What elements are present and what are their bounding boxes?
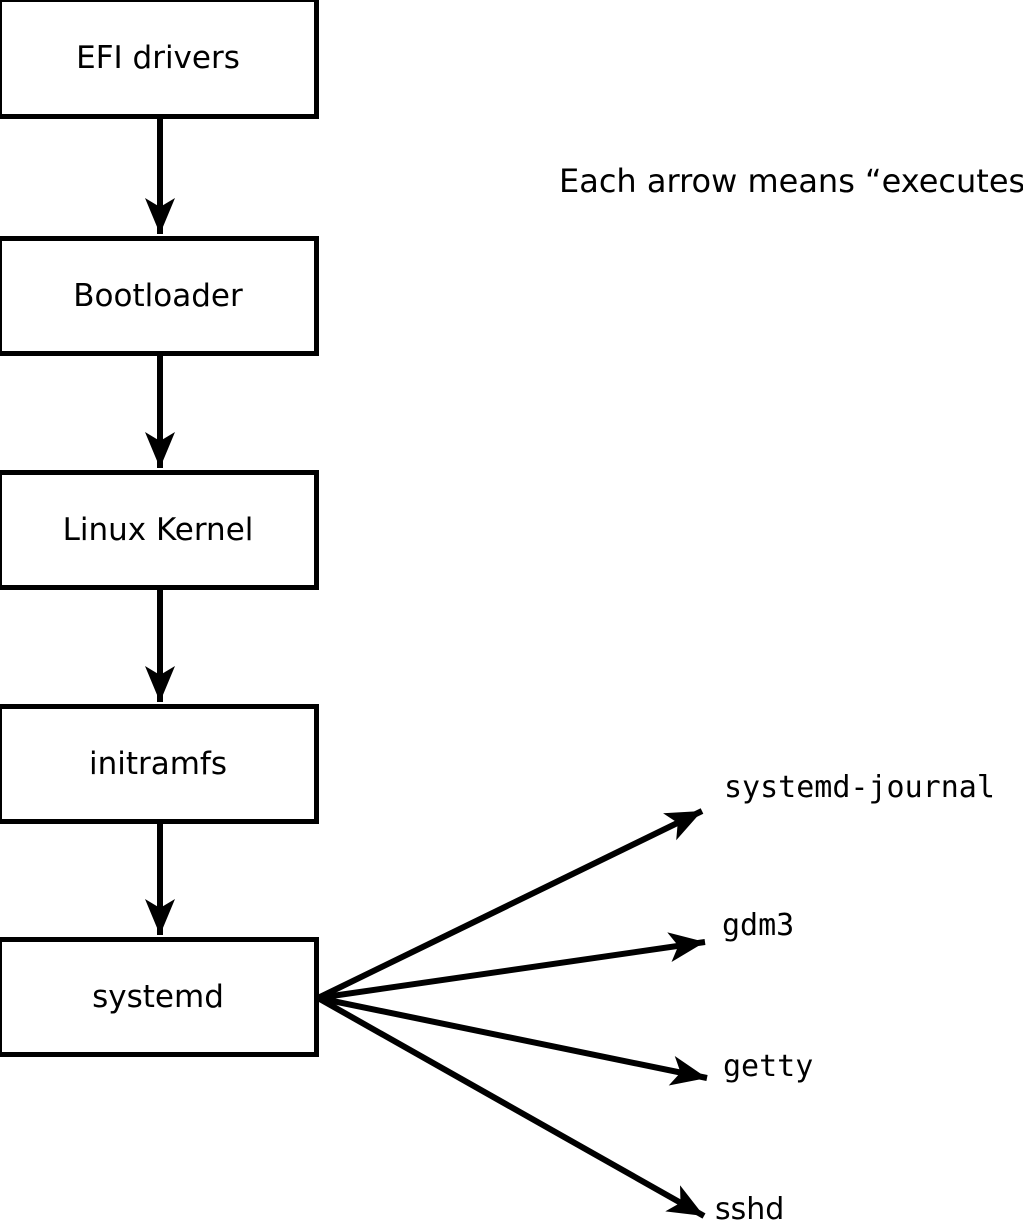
flow-box-efi-drivers: EFI drivers bbox=[0, 0, 319, 119]
process-label-sshd: sshd bbox=[715, 1192, 785, 1227]
flow-box-label: systemd bbox=[92, 978, 224, 1015]
flow-box-initramfs: initramfs bbox=[0, 704, 319, 824]
arrow-systemd-to-journal bbox=[316, 808, 704, 1001]
annotation-text: Each arrow means “executes”. bbox=[559, 162, 1023, 200]
flow-box-bootloader: Bootloader bbox=[0, 236, 319, 356]
flow-box-label: Linux Kernel bbox=[62, 511, 254, 548]
arrow-systemd-to-gdm3 bbox=[317, 932, 706, 1001]
arrow-systemd-to-sshd bbox=[316, 995, 706, 1219]
process-label-gdm3: gdm3 bbox=[722, 908, 795, 943]
process-label-systemd-journal: systemd-journal bbox=[724, 770, 995, 805]
process-label-getty: getty bbox=[723, 1049, 814, 1084]
flow-box-label: EFI drivers bbox=[76, 39, 240, 76]
flow-box-systemd: systemd bbox=[0, 937, 319, 1057]
flow-box-linux-kernel: Linux Kernel bbox=[0, 470, 319, 590]
flow-box-label: initramfs bbox=[88, 745, 228, 782]
arrow-systemd-to-getty bbox=[317, 995, 708, 1086]
flow-box-label: Bootloader bbox=[73, 277, 243, 314]
